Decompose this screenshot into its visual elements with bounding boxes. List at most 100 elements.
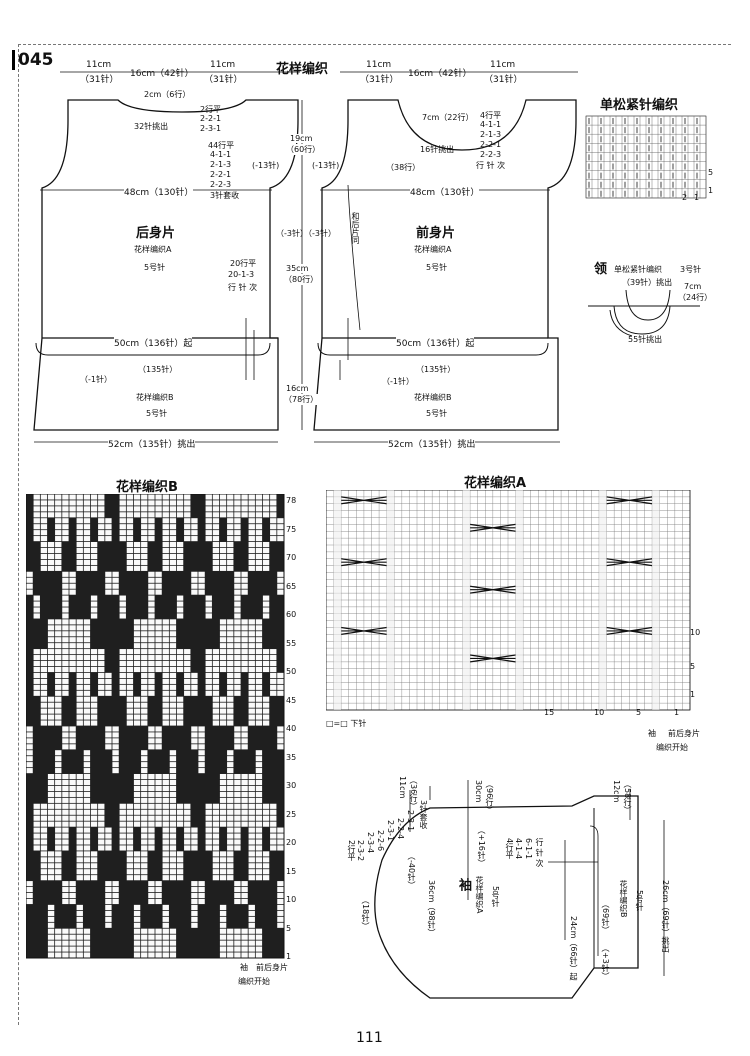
chart-b-row-label: 50 xyxy=(286,667,297,676)
body-height: 35cm xyxy=(286,264,309,273)
sleeve-top-rows: （36行） xyxy=(409,776,418,811)
chart-b-row-label: 1 xyxy=(286,952,292,961)
armhole-height: 19cm xyxy=(290,134,313,143)
sleeve-cap-8: 3针套收 xyxy=(419,800,428,830)
sleeve-cap-rows: （96行） xyxy=(485,780,494,815)
chart-b-row-label: 25 xyxy=(286,809,297,819)
chart-b-row-label: 45 xyxy=(286,695,297,705)
chart-a-grid xyxy=(326,490,691,711)
back-piece-name: 后身片 xyxy=(136,226,176,241)
sleeve-name: 袖 xyxy=(456,878,471,891)
front-dim-shoulder-r: 11cm xyxy=(490,60,516,70)
collar-bottom: 55针挑出 xyxy=(628,335,663,344)
back-count: （135针） xyxy=(138,365,178,374)
armhole-rows: （60行） xyxy=(286,144,321,155)
sleeve-cuff-pattern: 花样编织B xyxy=(619,880,628,918)
back-dim-shoulder-l: 11cm xyxy=(86,60,112,70)
chart-b-row-label: 20 xyxy=(286,838,297,847)
sleeve-sts: （18针） xyxy=(361,896,370,931)
front-pattern: 花样编织A xyxy=(414,245,452,254)
front-neck-dec-5: 2-2-3 xyxy=(480,150,502,159)
chart-a-col-10: 10 xyxy=(594,708,605,717)
chart-a-start: 编织开始 xyxy=(656,743,688,752)
front-bottom: 52cm（135针）挑出 xyxy=(388,437,476,450)
back-neck-dec-2: 2-2-1 xyxy=(200,114,222,123)
sleeve-inc-2: 4-1-4 xyxy=(514,838,523,860)
chart-a-col-1: 1 xyxy=(674,708,680,717)
back-dec: （-1针） xyxy=(80,375,112,384)
side-dec-left: （-3针） xyxy=(276,229,308,238)
sleeve-neg: （-40针） xyxy=(407,852,416,890)
back-dim-neck: 16cm（42针） xyxy=(130,69,194,79)
chart-a-title: 花样编织A xyxy=(464,476,527,491)
front-neck-dec-4: 2-2-1 xyxy=(480,140,502,149)
sleeve-cuff-sts: （69针） xyxy=(601,900,610,935)
chart-a-row-10: 10 xyxy=(690,628,701,637)
chart-b-row-label: 15 xyxy=(286,866,297,876)
front-neck-pickup: 16针挑出 xyxy=(420,145,455,154)
front-armhole-total: (-13针) xyxy=(312,161,340,170)
top-title: 花样编织 xyxy=(276,62,329,77)
back-armhole-5: 2-2-3 xyxy=(210,180,232,189)
back-dim-shoulder-r: 11cm xyxy=(210,60,236,70)
chart-b-row-label: 70 xyxy=(286,553,297,562)
chart-b-row-label: 30 xyxy=(286,781,297,790)
front-neck-dec-2: 4-1-1 xyxy=(480,120,502,129)
front-neck-dec-1: 4行平 xyxy=(480,111,502,120)
chart-b-row-label: 10 xyxy=(286,895,297,904)
rib-title: 单松紧针编织 xyxy=(600,98,679,113)
sleeve-needle: 5号针 xyxy=(491,886,500,908)
collar-pickup: （39针）挑出 xyxy=(622,278,673,287)
chart-b-row-label: 65 xyxy=(286,581,297,591)
front-neck-dec-3: 2-1-3 xyxy=(480,130,502,139)
front-dim-shoulder-r-sts: （31针） xyxy=(484,75,523,85)
sleeve-cap-7: 2-3-1 xyxy=(406,810,415,832)
chart-a-col-15: 15 xyxy=(544,708,555,717)
pattern-number: 045 xyxy=(12,50,54,70)
collar-height: 7cm xyxy=(684,282,702,291)
sleeve-cuff-h: 12cm xyxy=(612,780,621,803)
sleeve-cuff-inc: （+3针） xyxy=(601,944,610,980)
sleeve-cuff-rows: （58行） xyxy=(623,780,632,815)
back-armhole-1: 44行平 xyxy=(208,141,235,150)
sleeve-cuff-needle: 5号针 xyxy=(635,890,644,912)
back-armhole-4: 2-2-1 xyxy=(210,170,232,179)
front-needle-b: 5号针 xyxy=(426,409,448,418)
chart-b-grid xyxy=(26,494,285,959)
back-neck-pickup: 32针挑出 xyxy=(134,122,169,131)
page-frame xyxy=(18,44,731,1025)
front-dim-shoulder-l: 11cm xyxy=(366,60,392,70)
front-pattern-b: 花样编织B xyxy=(414,393,452,402)
hem-rows: （78行） xyxy=(284,394,319,405)
chart-b-start: 编织开始 xyxy=(238,977,270,986)
back-dim-shoulder-r-sts: （31针） xyxy=(204,75,243,85)
back-neck-depth: 2cm（6行） xyxy=(144,90,191,99)
back-pattern: 花样编织A xyxy=(134,245,172,254)
sleeve-cap-3: 2-3-4 xyxy=(366,832,375,854)
sleeve-inc-1: 4行平 xyxy=(505,838,514,860)
front-dim-shoulder-l-sts: （31针） xyxy=(360,75,399,85)
front-bust: 48cm（130针） xyxy=(410,185,480,198)
sleeve-cap-6: 2-2-4 xyxy=(396,818,405,840)
collar-name: 领 xyxy=(594,262,608,277)
chart-a-row-5: 5 xyxy=(690,662,696,671)
sleeve-inc-4: 行 针 次 xyxy=(535,838,544,868)
hem-height: 16cm xyxy=(286,384,309,393)
sleeve-cuff-start: 24cm（66针）起 xyxy=(569,916,578,981)
sleeve-inc-3: 6-1-1 xyxy=(524,838,533,860)
sleeve-cap-5: 2-3-1 xyxy=(386,820,395,842)
page-number: 111 xyxy=(356,1030,383,1046)
chart-b-row-label: 55 xyxy=(286,638,297,648)
back-neck-dec-1: 2行平 xyxy=(200,105,222,114)
sleeve-cap-1: 2行平 xyxy=(347,840,356,862)
collar-pattern: 单松紧针编织 xyxy=(614,265,662,274)
rib-row-5: 5 xyxy=(708,168,714,177)
front-dim-neck: 16cm（42针） xyxy=(408,69,472,79)
back-armhole-2: 4-1-1 xyxy=(210,150,232,159)
back-armhole-total: (-13针) xyxy=(252,161,280,170)
chart-b-row-label: 40 xyxy=(286,724,297,733)
front-neck-depth: 7cm（22行） xyxy=(422,113,474,122)
sleeve-cap-2: 2-3-2 xyxy=(356,840,365,862)
chart-b-row-label: 60 xyxy=(286,610,297,619)
sleeve-cap-4: 2-2-6 xyxy=(376,830,385,852)
